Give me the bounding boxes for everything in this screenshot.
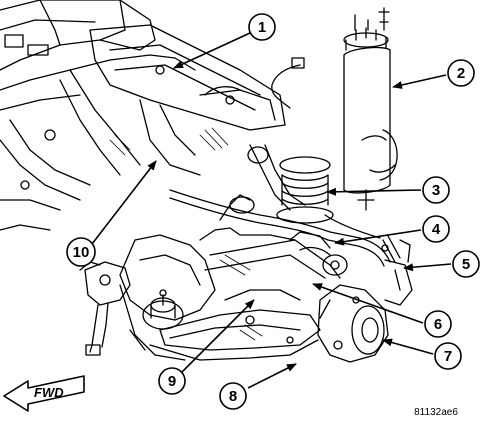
lower-control-arm <box>149 289 321 361</box>
callout-8: 8 <box>219 382 247 410</box>
callout-7: 7 <box>434 342 462 370</box>
callout-leaders <box>91 32 452 389</box>
callout-8-number: 8 <box>229 388 237 405</box>
callout-10: 10 <box>66 237 96 267</box>
callout-9: 9 <box>158 367 186 395</box>
leader-6 <box>312 283 424 324</box>
callout-4: 4 <box>422 215 450 243</box>
callout-4-number: 4 <box>432 221 441 238</box>
control-arms <box>204 144 348 279</box>
callout-3-number: 3 <box>432 182 440 199</box>
leader-5 <box>403 263 452 272</box>
callout-6: 6 <box>424 310 452 338</box>
frame-rail <box>0 0 156 231</box>
fwd-label: FWD <box>34 385 64 400</box>
leader-2 <box>392 74 447 89</box>
left-mount <box>79 261 131 356</box>
leader-7 <box>382 338 434 355</box>
shading <box>109 127 263 341</box>
callout-9-number: 9 <box>168 373 176 390</box>
sensor-wire <box>271 57 305 109</box>
callout-3: 3 <box>422 176 450 204</box>
coil-spring <box>276 129 398 224</box>
callout-10-number: 10 <box>73 244 90 261</box>
leader-8 <box>247 363 297 389</box>
callout-6-number: 6 <box>434 316 442 333</box>
suspension-line-art <box>0 0 413 363</box>
figure-code: 81132ae6 <box>414 407 458 418</box>
leader-4 <box>334 229 422 246</box>
callout-1: 1 <box>248 13 276 41</box>
shock-absorber <box>343 7 391 211</box>
leader-1 <box>173 32 251 69</box>
trailing-arm <box>199 194 296 241</box>
callout-1-number: 1 <box>258 19 266 36</box>
subframe-bracket <box>119 234 216 361</box>
callout-5-number: 5 <box>462 256 470 273</box>
leader-3 <box>326 187 422 196</box>
callout-5: 5 <box>452 250 480 278</box>
callouts: 1 2 3 4 5 6 7 8 <box>66 13 480 410</box>
crossmember <box>89 24 286 176</box>
callout-7-number: 7 <box>444 348 452 365</box>
knuckle-hub <box>317 239 413 363</box>
fwd-arrow-icon: FWD <box>3 375 85 412</box>
callout-2: 2 <box>447 59 475 87</box>
leader-9 <box>181 299 255 373</box>
callout-2-number: 2 <box>457 65 465 82</box>
leader-10 <box>91 160 157 245</box>
